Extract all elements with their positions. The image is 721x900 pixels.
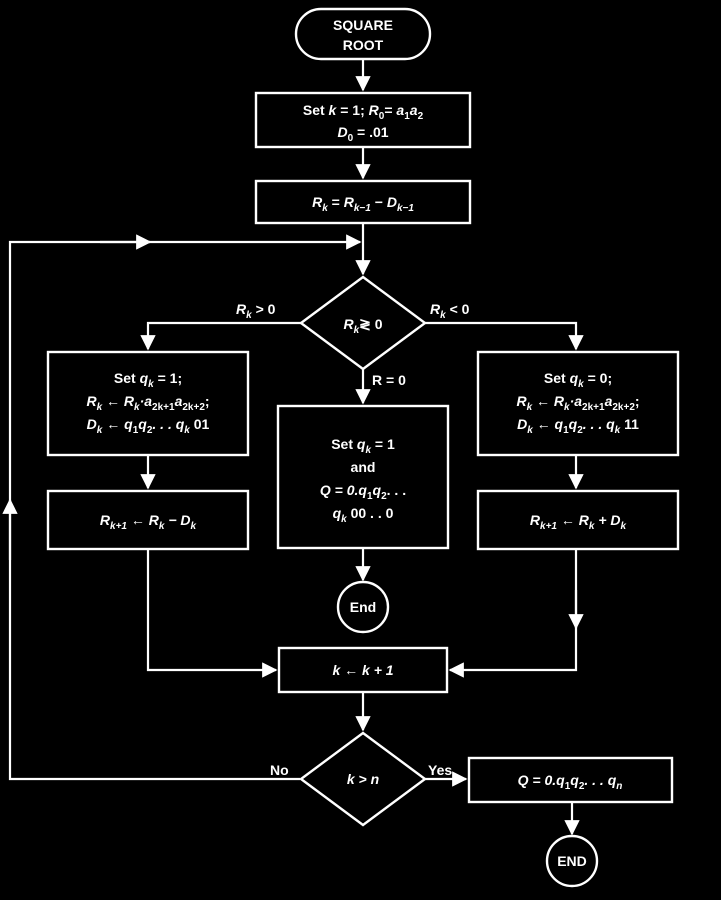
decision-k-gt-n: k > n [298,731,428,827]
right-line3: Dk ← q1q2. . . qk 11 [517,416,639,436]
start-line2: ROOT [343,37,384,53]
mid-line4: qk 00 . . 0 [333,505,394,525]
init-line1: Set k = 1; R0= a1a2 [303,102,424,122]
branch-right-label: Rk < 0 [430,301,470,321]
end-mid-label: End [350,599,376,615]
merge-left-line [146,549,278,678]
result-box: Q = 0.q1q2. . . qn [467,756,674,804]
decision2-text: k > n [347,771,379,787]
init-box: Set k = 1; R0= a1a2 D0 = .01 [254,91,472,149]
left-set-box: Set qk = 1; Rk ← Rk·a2k+1a2k+2; Dk ← q1q… [46,350,250,457]
left-line3: Dk ← q1q2. . . qk 01 [87,416,210,436]
branch-mid-label: R = 0 [372,372,406,388]
increment-box: k ← k + 1 [277,646,449,694]
yes-label: Yes [428,762,452,778]
compute-box: Rk = Rk−1 − Dk−1 [254,179,472,225]
decision-rk-compare: Rk≷ 0 [298,275,428,371]
mid-set-box: Set qk = 1 and Q = 0.q1q2. . . qk 00 . .… [276,404,450,550]
mid-line2: and [351,459,376,475]
end-final-terminal: END [545,834,599,888]
branch-left-label: Rk > 0 [236,301,276,321]
left-update-formula: Rk+1 ← Rk − Dk [100,512,197,532]
no-label: No [270,762,289,778]
result-formula: Q = 0.q1q2. . . qn [518,772,623,792]
left-line2: Rk ← Rk·a2k+1a2k+2; [86,393,209,413]
left-line1: Set qk = 1; [114,370,182,390]
right-update-box: Rk+1 ← Rk + Dk [476,489,680,551]
end-mid-terminal: End [336,580,390,634]
right-update-formula: Rk+1 ← Rk + Dk [530,512,627,532]
decision1-text: Rk≷ 0 [343,316,382,336]
mid-line1: Set qk = 1 [331,436,395,456]
mid-line3: Q = 0.q1q2. . . [320,482,406,502]
right-line1: Set qk = 0; [544,370,612,390]
branch-left-line [140,321,301,351]
merge-right-line [448,549,578,678]
right-set-box: Set qk = 0; Rk ← Rk·a2k+1a2k+2; Dk ← q1q… [476,350,680,457]
right-line2: Rk ← Rk·a2k+1a2k+2; [516,393,639,413]
branch-right-line [425,321,584,351]
increment-formula: k ← k + 1 [332,662,393,678]
init-line2: D0 = .01 [337,124,388,144]
end-final-label: END [557,853,587,869]
compute-formula: Rk = Rk−1 − Dk−1 [312,194,414,214]
start-terminal: SQUARE ROOT [294,7,432,61]
left-update-box: Rk+1 ← Rk − Dk [46,489,250,551]
start-line1: SQUARE [333,17,393,33]
